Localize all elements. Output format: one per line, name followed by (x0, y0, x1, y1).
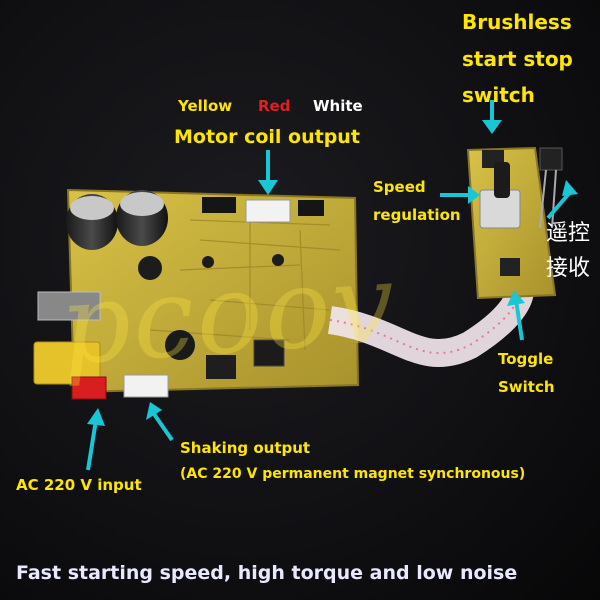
motor-coil-connector (245, 199, 291, 223)
label-speed-line2: regulation (373, 206, 461, 224)
label-remote-line1: 遥控 (546, 221, 591, 246)
label-wire-red: Red (258, 97, 291, 115)
label-motor-coil-output: Motor coil output (174, 126, 360, 148)
shaking-output-connector (123, 374, 169, 398)
callout-arrows (86, 100, 578, 471)
label-ac-input: AC 220 V input (16, 476, 142, 494)
ac-input-connector (71, 376, 107, 400)
heatsink (37, 291, 101, 321)
label-wire-white: White (313, 97, 363, 115)
ir-receiver (539, 147, 563, 171)
watermark-text: pcoov (55, 238, 401, 390)
buzzer (165, 330, 195, 360)
yellow-relay (33, 341, 101, 385)
label-speed-line1: Speed (373, 178, 426, 196)
label-shaking-line1: Shaking output (180, 439, 311, 457)
label-shaking-line2: (AC 220 V permanent magnet synchronous) (180, 466, 526, 482)
label-toggle-line2: Switch (498, 378, 555, 396)
label-brushless-line3: switch (462, 83, 535, 107)
toggle-button (500, 258, 520, 276)
label-toggle-line1: Toggle (498, 350, 554, 368)
label-remote-line2: 接收 (546, 256, 591, 281)
mcu-chip (253, 339, 285, 367)
label-brushless-line1: Brushless (462, 10, 572, 34)
ribbon-cable (327, 288, 534, 368)
tagline: Fast starting speed, high torque and low… (16, 562, 518, 584)
label-wire-yellow: Yellow (178, 97, 233, 115)
label-brushless-line2: start stop (462, 47, 573, 71)
main-control-board (33, 188, 360, 400)
control-switch-board (466, 146, 563, 300)
